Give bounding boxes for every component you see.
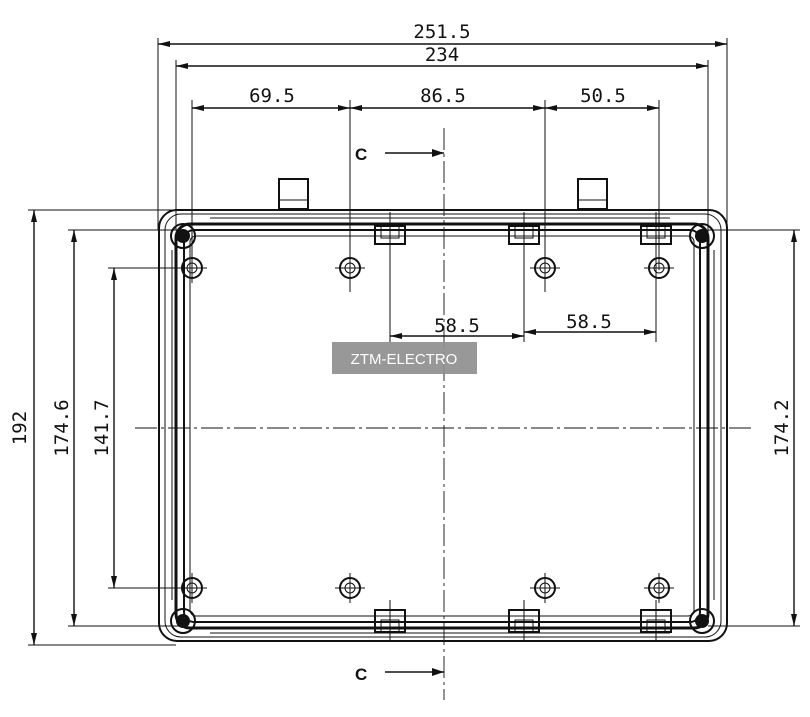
dim-overall-height: 192 — [9, 411, 31, 445]
slot-dimension-lines — [389, 250, 657, 342]
mount-slot — [508, 212, 540, 250]
watermark-text: ZTM-ELECTRO — [351, 351, 458, 368]
enclosure-outline — [158, 209, 728, 642]
section-label-top: C — [355, 145, 367, 164]
mounting-hole — [530, 573, 560, 603]
corner-screw-bottom-right — [689, 608, 715, 634]
top-lug-left — [278, 178, 309, 210]
mounting-hole — [644, 257, 674, 279]
left-dimension-lines — [28, 209, 184, 646]
dim-slot-span-right: 58.5 — [566, 311, 612, 333]
top-dimension-lines — [157, 38, 728, 292]
top-lug-right — [577, 178, 608, 210]
section-label-bottom: C — [355, 665, 367, 684]
mounting-hole — [335, 573, 365, 603]
dim-hole-right-span: 50.5 — [580, 85, 626, 107]
right-dimension-lines — [708, 229, 800, 627]
dim-hole-left-span: 69.5 — [249, 85, 295, 107]
mounting-hole — [335, 257, 365, 279]
section-marker-top — [385, 149, 444, 157]
mount-slot — [374, 600, 406, 640]
mount-slot — [508, 600, 540, 640]
mounting-hole — [644, 573, 674, 603]
dim-left-height-outer: 174.6 — [51, 399, 73, 456]
mounting-hole — [530, 257, 560, 279]
mount-slot — [640, 600, 672, 640]
section-marker-bottom — [385, 668, 444, 676]
dim-slot-span-left: 58.5 — [434, 315, 480, 337]
dim-hole-middle-span: 86.5 — [420, 85, 466, 107]
dim-left-height-inner: 141.7 — [91, 399, 113, 456]
corner-screw-top-left — [170, 223, 196, 249]
corner-screw-top-right — [689, 223, 715, 249]
dim-overall-width: 251.5 — [413, 21, 470, 43]
dim-inner-width: 234 — [425, 44, 459, 66]
corner-screw-bottom-left — [170, 608, 196, 634]
dim-right-height: 174.2 — [771, 399, 793, 456]
mount-slot — [374, 212, 406, 250]
watermark: ZTM-ELECTRO — [332, 342, 477, 374]
mount-slot — [640, 212, 672, 250]
